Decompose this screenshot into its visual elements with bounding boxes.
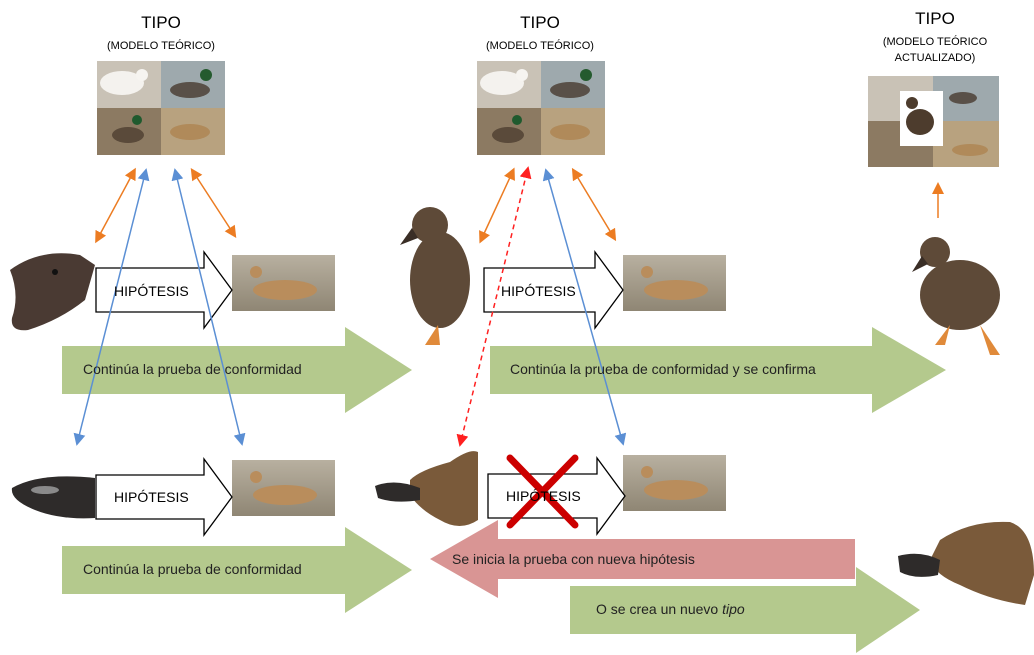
green-arrow-4-text: O se crea un nuevo tipo xyxy=(596,601,745,617)
green-arrow-4 xyxy=(570,567,920,653)
orange-connector-3 xyxy=(479,167,515,244)
type-subtitle-3-line1: (MODELO TEÓRICO xyxy=(882,36,988,48)
type-image-2 xyxy=(477,61,605,155)
duck-image-center xyxy=(400,207,470,345)
orange-connector-2 xyxy=(190,167,237,239)
hypothesis-duck-photo-4 xyxy=(623,455,726,511)
duck-image-right xyxy=(912,237,1000,355)
type-subtitle-3-line2: ACTUALIZADO) xyxy=(894,52,976,64)
type-title-3: TIPO xyxy=(915,9,955,28)
green-arrow-3 xyxy=(62,527,412,613)
hypothesis-label-3: HIPÓTESIS xyxy=(114,489,189,505)
orange-connector-4 xyxy=(571,167,617,242)
blue-connector-3 xyxy=(542,168,627,446)
hypothesis-duck-photo-2 xyxy=(623,255,726,311)
green-arrow-3-text: Continúa la prueba de conformidad xyxy=(83,561,302,577)
red-arrow xyxy=(430,520,855,598)
type-image-3 xyxy=(868,76,999,167)
type-title-2: TIPO xyxy=(520,13,560,32)
platypus-bill-image xyxy=(11,476,95,519)
type-image-1 xyxy=(97,61,225,155)
hypothesis-label-2: HIPÓTESIS xyxy=(501,283,576,299)
green-arrow-1-text: Continúa la prueba de conformidad xyxy=(83,361,302,377)
type-subtitle-1: (MODELO TEÓRICO) xyxy=(107,40,215,52)
hypothesis-arrow-3 xyxy=(95,457,233,537)
duck-head-image xyxy=(10,253,95,331)
orange-connector-1 xyxy=(95,167,136,244)
hypothesis-label-1: HIPÓTESIS xyxy=(114,283,189,299)
platypus-image-right xyxy=(898,521,1034,605)
hypothesis-duck-photo-3 xyxy=(232,460,335,516)
green-arrow-2-text: Continúa la prueba de conformidad y se c… xyxy=(510,361,816,377)
red-arrow-text: Se inicia la prueba con nueva hipótesis xyxy=(452,551,695,567)
hypothesis-duck-photo-1 xyxy=(232,255,335,311)
red-dashed-connector xyxy=(456,166,532,447)
blue-connector-2 xyxy=(171,168,246,446)
platypus-image-center xyxy=(375,451,478,526)
hypothesis-label-4: HIPÓTESIS xyxy=(506,488,581,504)
type-subtitle-2: (MODELO TEÓRICO) xyxy=(486,40,594,52)
green-arrow-4-text-italic: tipo xyxy=(722,601,745,617)
rejection-cross-icon xyxy=(506,454,579,529)
green-arrow-4-text-prefix: O se crea un nuevo xyxy=(596,601,723,617)
blue-connector-1 xyxy=(73,168,150,446)
type-title-1: TIPO xyxy=(141,13,181,32)
